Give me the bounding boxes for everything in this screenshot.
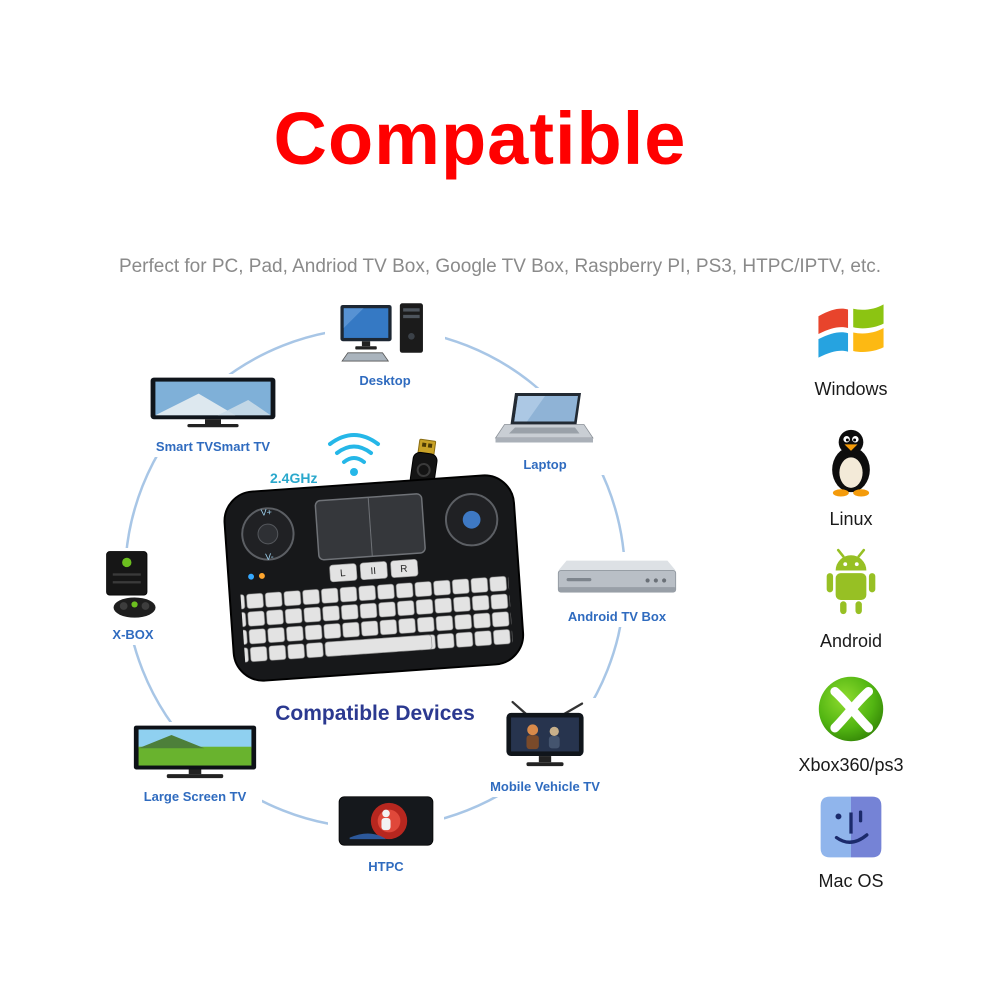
device-label-desktop: Desktop: [359, 373, 411, 388]
android-robot-icon: [819, 548, 883, 620]
os-item-windows: Windows: [776, 294, 926, 400]
device-label-smart-tv: Smart TVSmart TV: [155, 439, 271, 454]
os-item-android: Android: [776, 548, 926, 652]
os-item-macos: Mac OS: [776, 794, 926, 892]
device-label-htpc: HTPC: [368, 859, 404, 874]
volume-down-key-label: V-: [265, 551, 274, 562]
windows-logo-icon: [813, 294, 889, 368]
mouse-left-key-label: L: [340, 568, 347, 579]
os-label-linux: Linux: [829, 509, 873, 529]
volume-up-key-label: V+: [260, 507, 272, 518]
device-label-mobile-vehicle-tv: Mobile Vehicle TV: [490, 779, 600, 794]
device-mobile-vehicle-tv: Mobile Vehicle TV: [482, 698, 608, 797]
laptop-icon: [491, 390, 599, 450]
os-label-windows: Windows: [814, 379, 888, 399]
device-label-xbox: X-BOX: [112, 627, 154, 642]
wifi-signal-icon: [322, 428, 386, 485]
center-label: Compatible Devices: [275, 702, 475, 725]
frequency-label: 2.4GHz: [270, 470, 318, 486]
device-label-laptop: Laptop: [523, 457, 567, 472]
device-xbox: X-BOX: [78, 548, 188, 645]
device-large-screen-tv: Large Screen TV: [128, 722, 262, 807]
os-item-xbox: Xbox360/ps3: [776, 674, 926, 776]
device-label-android-tv-box: Android TV Box: [567, 609, 667, 624]
device-htpc: HTPC: [328, 788, 444, 877]
os-label-xbox: Xbox360/ps3: [798, 755, 904, 775]
mouse-right-key-label: R: [400, 564, 408, 575]
os-label-android: Android: [819, 631, 883, 651]
device-laptop: Laptop: [485, 388, 605, 475]
desktop-icon: [335, 300, 435, 366]
device-android-tv-box: Android TV Box: [550, 552, 684, 627]
linux-tux-icon: [822, 424, 880, 498]
mini-keyboard-image: V+ V- L II R: [219, 466, 529, 695]
device-smart-tv: Smart TVSmart TV: [138, 374, 288, 457]
xbox-console-icon: [89, 550, 177, 620]
macos-face-icon: [818, 794, 884, 860]
os-item-linux: Linux: [776, 424, 926, 530]
page-subtitle: Perfect for PC, Pad, Andriod TV Box, Goo…: [118, 256, 882, 277]
xbox-sphere-icon: [816, 674, 886, 744]
device-label-large-screen-tv: Large Screen TV: [143, 789, 247, 804]
android-tv-box-icon: [555, 554, 679, 602]
smart-tv-icon: [147, 376, 279, 432]
large-screen-tv-icon: [132, 724, 258, 782]
mouse-middle-key-label: II: [370, 566, 376, 577]
htpc-icon: [333, 790, 439, 852]
os-label-macos: Mac OS: [818, 871, 884, 891]
device-desktop: Desktop: [325, 298, 445, 391]
page-title: Compatible: [273, 97, 687, 180]
mobile-vehicle-tv-icon: [491, 700, 599, 772]
